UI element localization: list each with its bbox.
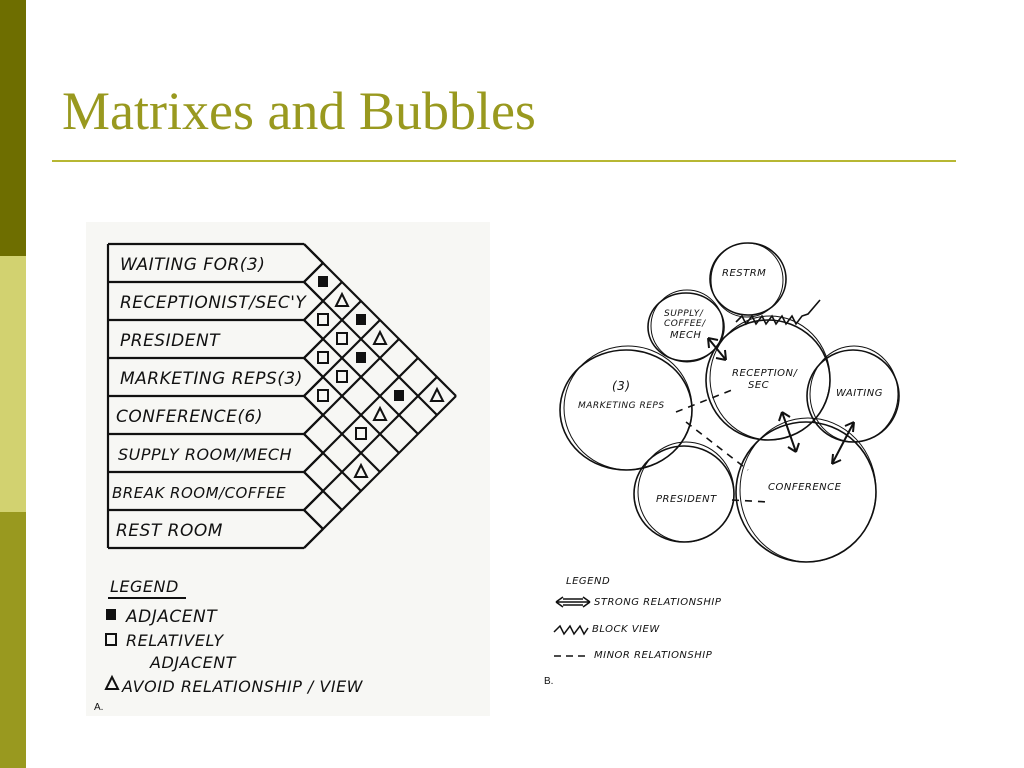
matrix-diagonal-down — [303, 433, 362, 492]
bubble-label-conference: CONFERENCE — [768, 482, 842, 493]
matrix-diagonal-down — [303, 357, 400, 454]
matrix-row-label-4: CONFERENCE(6) — [116, 407, 263, 427]
adjacency-matrix-figure: WAITING FOR(3) RECEPTIONIST/SEC'Y PRESID… — [86, 222, 490, 716]
matrix-row-label-0: WAITING FOR(3) — [120, 255, 265, 275]
matrix-symbol-adjacent — [318, 276, 328, 287]
legend-avoid-icon — [104, 674, 120, 690]
matrix-diagonal-down — [303, 281, 438, 416]
bubble-supply — [647, 292, 725, 362]
matrix-symbol-relative — [336, 332, 348, 345]
matrix-legend-relative-1: RELATIVELY — [126, 631, 224, 650]
matrix-cell-symbols — [317, 276, 445, 478]
legend-strong-icon — [555, 596, 591, 608]
matrix-legend-avoid: AVOID RELATIONSHIP / VIEW — [121, 677, 364, 696]
bubble-label-supply-2: COFFEE/ — [664, 319, 706, 329]
strong-arrow-reception-conference — [778, 411, 800, 453]
matrix-row-label-3: MARKETING REPS(3) — [120, 369, 303, 389]
matrix-row-label-2: PRESIDENT — [120, 331, 221, 351]
bubble-label-supply-3: MECH — [670, 330, 701, 341]
matrix-symbol-adjacent — [394, 390, 404, 401]
sidebar-segment-bottom — [0, 512, 26, 768]
matrix-diagonal-up — [303, 262, 324, 283]
matrix-symbol-adjacent — [356, 352, 366, 363]
sidebar-segment-top — [0, 0, 26, 256]
bubble-label-president: PRESIDENT — [656, 494, 717, 505]
matrix-legend-title: LEGEND — [110, 577, 179, 596]
bubble-legend-title: LEGEND — [566, 576, 610, 587]
block-view-zigzag — [735, 299, 821, 326]
matrix-diagonal-up — [303, 357, 419, 473]
matrix-diagonal-up — [303, 319, 381, 397]
slide-title: Matrixes and Bubbles — [62, 81, 536, 141]
minor-line-marketing-reception — [675, 389, 733, 413]
bubble-caption: B. — [544, 676, 553, 687]
matrix-grid — [106, 242, 457, 550]
minor-line-marketing-conference — [685, 421, 749, 471]
bubble-label-reception-2: SEC — [748, 380, 769, 391]
bubble-conference-sketch — [739, 417, 877, 563]
bubble-legend-strong: STRONG RELATIONSHIP — [594, 597, 722, 608]
matrix-symbol-relative — [355, 427, 367, 440]
bubble-label-waiting: WAITING — [836, 388, 883, 399]
matrix-row-label-1: RECEPTIONIST/SEC'Y — [120, 293, 307, 313]
bubble-president-sketch — [637, 441, 735, 543]
matrix-symbol-adjacent — [356, 314, 366, 325]
matrix-symbol-avoid — [372, 329, 388, 345]
sidebar-segment-middle — [0, 256, 26, 512]
legend-block-icon — [553, 624, 589, 636]
bubble-supply-sketch — [650, 289, 724, 363]
matrix-diagonal-down — [303, 509, 324, 530]
bubble-diagram-svg: RESTRM SUPPLY/ COFFEE/ MECH RECEPTION/ S… — [544, 242, 900, 687]
matrix-diagonal-up — [303, 300, 362, 359]
strong-arrow-waiting-conference — [831, 421, 855, 465]
matrix-row-label-5: SUPPLY ROOM/MECH — [118, 445, 292, 464]
minor-line-president-conference — [731, 499, 769, 503]
legend-adjacent-icon — [106, 609, 116, 620]
adjacency-matrix-svg: WAITING FOR(3) RECEPTIONIST/SEC'Y PRESID… — [94, 242, 457, 713]
bubble-label-marketing-1: (3) — [612, 379, 631, 393]
matrix-symbol-avoid — [372, 405, 388, 421]
bubble-label-reception-1: RECEPTION/ — [732, 368, 799, 379]
bubble-restrm-sketch — [710, 242, 784, 318]
matrix-legend-adjacent: ADJACENT — [125, 607, 218, 627]
bubble-label-marketing-2: MARKETING REPS — [578, 401, 665, 411]
bubble-legend-block: BLOCK VIEW — [592, 624, 660, 635]
matrix-symbol-avoid — [429, 386, 445, 402]
matrix-legend-relative-2: ADJACENT — [149, 653, 237, 672]
matrix-diagonal-up — [303, 395, 457, 549]
matrix-symbol-relative — [317, 351, 329, 364]
bubble-diagram-figure: RESTRM SUPPLY/ COFFEE/ MECH RECEPTION/ S… — [536, 230, 942, 696]
sidebar-accent-bar — [0, 0, 26, 768]
matrix-symbol-avoid — [334, 291, 350, 307]
matrix-row-label-7: REST ROOM — [116, 521, 223, 541]
matrix-diagonal-up — [303, 338, 400, 435]
bubble-reception-sketch — [709, 315, 831, 441]
bubble-label-supply-1: SUPPLY/ — [664, 309, 704, 319]
matrix-symbol-relative — [317, 313, 329, 326]
legend-relative-icon — [105, 633, 117, 646]
bubble-legend-minor: MINOR RELATIONSHIP — [594, 650, 713, 661]
matrix-diagonal-up — [303, 376, 438, 511]
strong-arrow-supply-reception — [707, 337, 727, 361]
matrix-diagonal-up — [303, 281, 343, 321]
title-underline — [52, 160, 956, 162]
matrix-symbol-relative — [317, 389, 329, 402]
matrix-symbol-avoid — [353, 462, 369, 478]
matrix-caption: A. — [94, 702, 103, 713]
matrix-symbol-relative — [336, 370, 348, 383]
bubble-label-restrm: RESTRM — [722, 268, 766, 279]
matrix-row-label-6: BREAK ROOM/COFFEE — [112, 484, 286, 502]
bubble-marketing-sketch — [563, 345, 693, 471]
